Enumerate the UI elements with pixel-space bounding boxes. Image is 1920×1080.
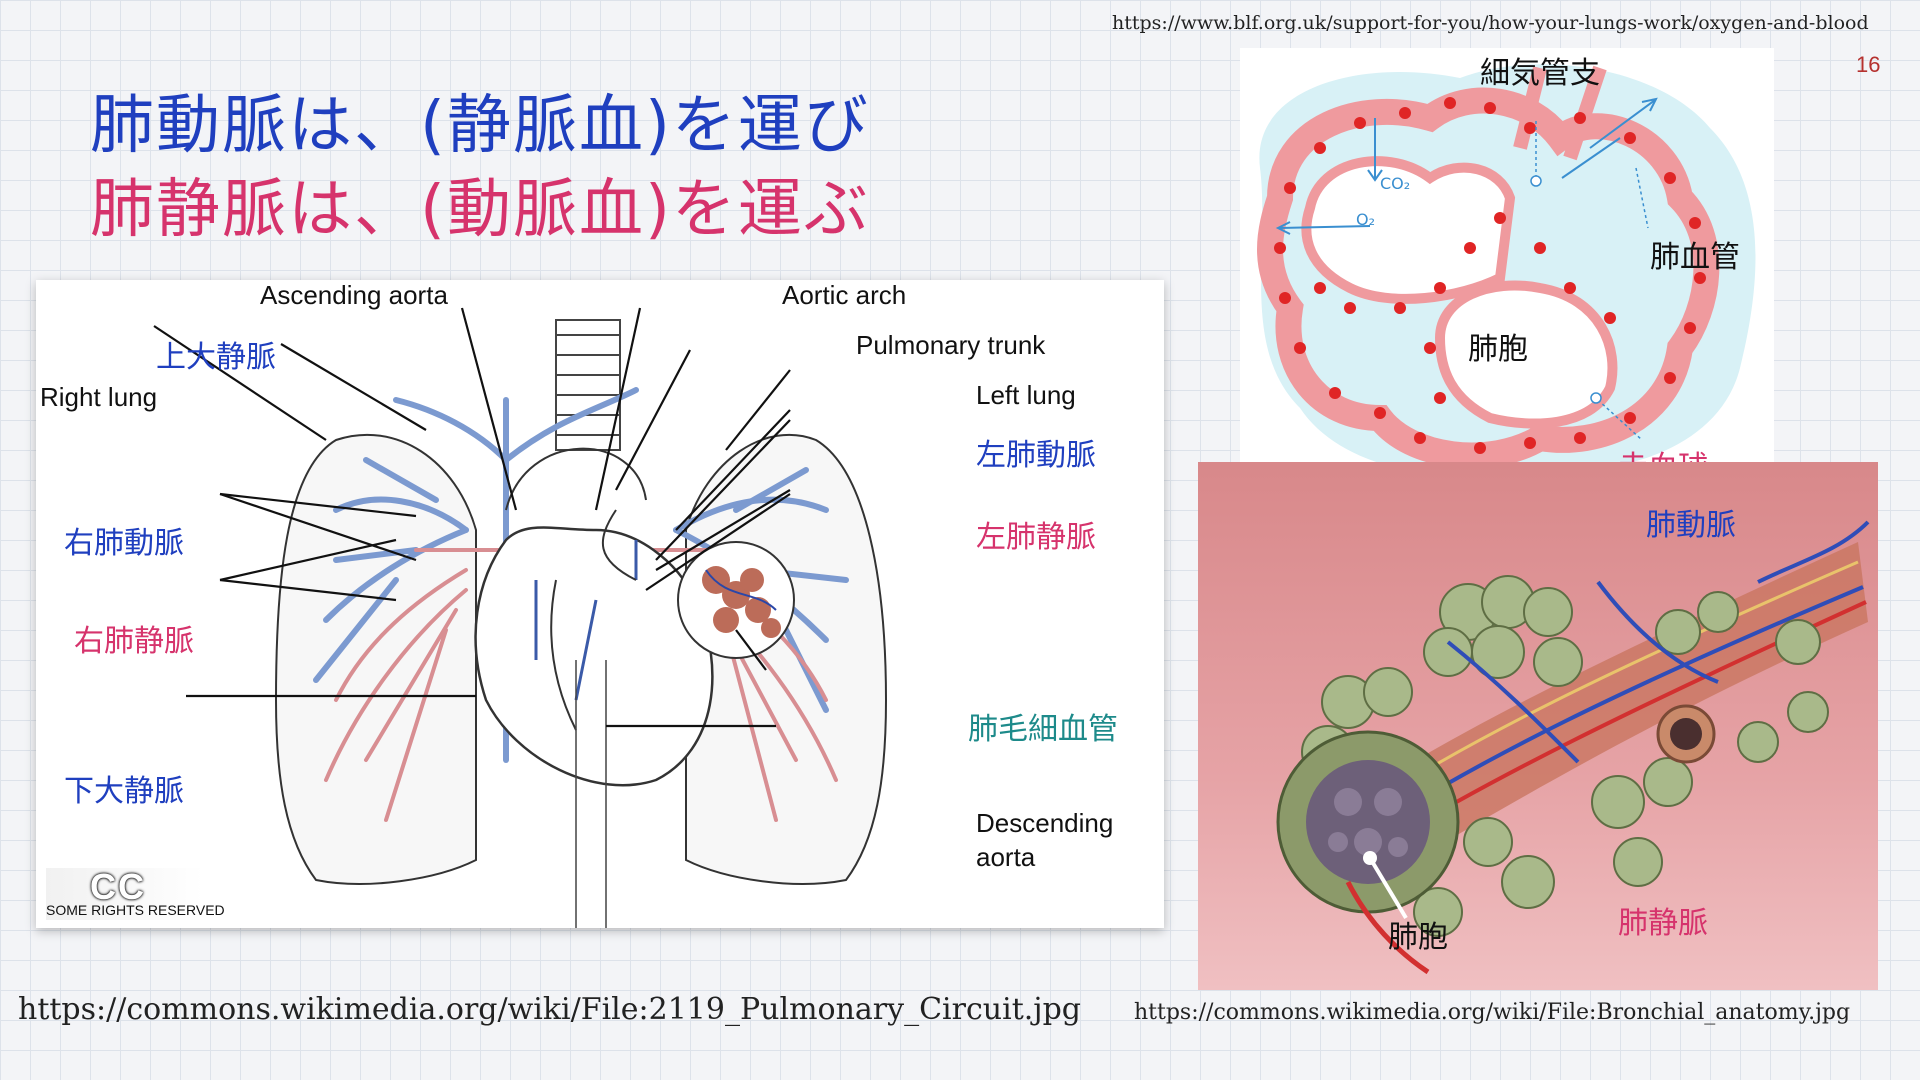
alveolus-gas-exchange-diagram: CO₂ O₂ 細気管支 肺血管 肺胞 赤血球 — [1240, 48, 1774, 490]
label-pulmonary-vessel: 肺血管 — [1650, 240, 1740, 275]
label-descending-aorta-line1: Descending — [976, 808, 1114, 838]
label-right-pulmonary-vein: 右肺静脈 — [74, 624, 194, 659]
label-superior-vena-cava: 上大静脈 — [156, 340, 276, 375]
label-alveolus-top: 肺胞 — [1468, 332, 1528, 367]
page-number: 16 — [1856, 52, 1881, 77]
source-url-bottom-left[interactable]: https://commons.wikimedia.org/wiki/File:… — [18, 992, 1081, 1027]
title-line-2: 肺静脈は、(動脈血)を運ぶ — [90, 173, 870, 247]
label-left-lung: Left lung — [976, 380, 1076, 410]
label-o2: O₂ — [1356, 210, 1376, 229]
label-right-pulmonary-artery: 右肺動脈 — [64, 526, 184, 561]
source-url-bottom-right[interactable]: https://commons.wikimedia.org/wiki/File:… — [1134, 1000, 1851, 1025]
label-inferior-vena-cava: 下大静脈 — [64, 774, 184, 809]
pulmonary-circuit-illustration — [153, 307, 888, 928]
label-aortic-arch: Aortic arch — [782, 280, 907, 310]
label-pulmonary-artery-bottom: 肺動脈 — [1646, 508, 1736, 543]
label-bronchiole: 細気管支 — [1480, 56, 1600, 91]
cc-license-badge: cc SOME RIGHTS RESERVED — [46, 866, 225, 920]
title-line-1: 肺動脈は、(静脈血)を運び — [90, 89, 870, 163]
label-left-pulmonary-artery: 左肺動脈 — [976, 438, 1096, 473]
label-descending-aorta-line2: aorta — [976, 842, 1036, 872]
cc-license-text: SOME RIGHTS RESERVED — [46, 902, 225, 918]
label-alveolus-bottom: 肺胞 — [1388, 920, 1448, 955]
cc-icon: cc — [90, 866, 146, 907]
label-pulmonary-vein-bottom: 肺静脈 — [1618, 906, 1708, 941]
source-url-top[interactable]: https://www.blf.org.uk/support-for-you/h… — [1112, 12, 1869, 34]
label-co2: CO₂ — [1380, 174, 1411, 193]
bronchial-tree-illustration — [1276, 520, 1870, 975]
label-pulmonary-trunk: Pulmonary trunk — [856, 330, 1046, 360]
label-right-lung: Right lung — [40, 382, 158, 412]
label-ascending-aorta: Ascending aorta — [260, 280, 448, 310]
label-left-pulmonary-vein: 左肺静脈 — [976, 520, 1096, 555]
bronchial-anatomy-diagram: 肺動脈 肺静脈 肺胞 — [1198, 462, 1878, 990]
alveolus-illustration — [1257, 64, 1756, 476]
label-pulmonary-capillaries: 肺毛細血管 — [968, 712, 1118, 747]
pulmonary-circuit-diagram: Ascending aorta Aortic arch Pulmonary tr… — [36, 280, 1164, 928]
